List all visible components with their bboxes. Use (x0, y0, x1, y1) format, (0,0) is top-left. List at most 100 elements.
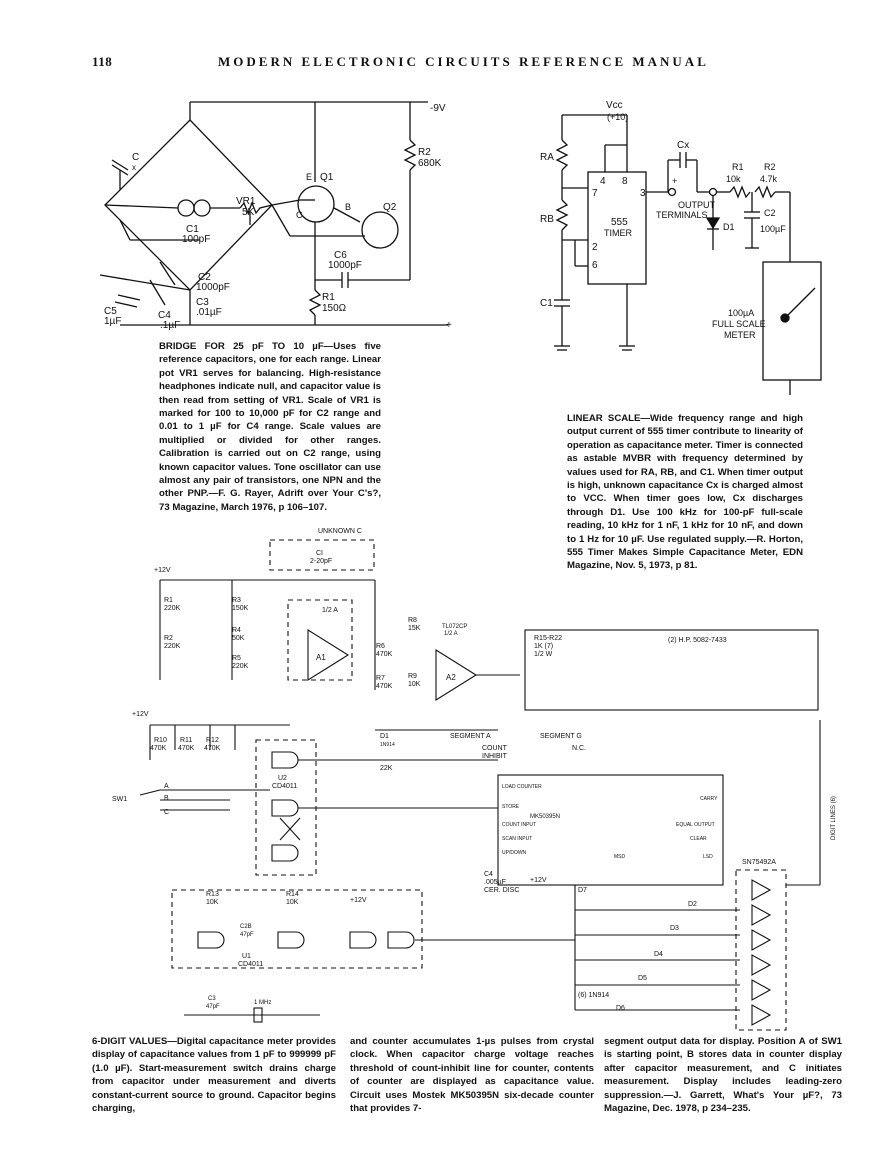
linear-label-pin8: 8 (622, 176, 628, 187)
digital-label-msd: MSD (614, 854, 626, 860)
digital-schematic: UNKNOWN C CI 2-20pF +12V R1 220K R2 220K… (112, 528, 837, 1031)
digital-label-c3v: 47pF (206, 1004, 220, 1010)
digital-label-r10: R10 (154, 737, 167, 744)
digital-label-d5: D5 (638, 975, 647, 982)
digital-label-pa: A (164, 783, 169, 790)
digital-label-r1: R1 (164, 597, 173, 604)
digital-label-d6v: (6) 1N914 (578, 992, 609, 999)
bridge-label-plus: + (446, 320, 452, 331)
digital-label-u1v: CD4011 (238, 961, 263, 968)
digital-label-scan: SCAN INPUT (502, 836, 532, 842)
digital-label-r9: R9 (408, 673, 417, 680)
linear-label-ra: RA (540, 152, 554, 163)
digital-label-r5: R5 (232, 655, 241, 662)
linear-label-d1: D1 (723, 222, 735, 232)
linear-label-m3: METER (724, 330, 756, 340)
bridge-label-cx: C (132, 152, 139, 163)
digital-label-v12a: +12V (154, 567, 171, 574)
digital-label-nc: N.C. (572, 745, 586, 752)
digital-label-d1: D1 (380, 733, 389, 740)
bridge-label-b: B (345, 202, 351, 212)
digital-caption-col3: segment output data for display. Positio… (604, 1036, 842, 1115)
digital-label-r3v: 150K (232, 605, 249, 612)
digital-label-tlh: 1/2 A (444, 631, 458, 637)
digital-label-clear: CLEAR (690, 836, 707, 842)
digital-label-r2v: 220K (164, 643, 181, 650)
digital-label-sega: SEGMENT A (450, 733, 491, 740)
digital-label-c4: C4 (484, 871, 493, 878)
digital-label-a2: A2 (446, 673, 456, 682)
bridge-label-c3: C3 (196, 297, 209, 308)
digital-label-r11: R11 (180, 737, 192, 744)
digital-label-segg: SEGMENT G (540, 733, 582, 740)
digital-label-digit: DIGIT LINES (6) (831, 796, 837, 840)
digital-label-a1: A1 (316, 653, 326, 662)
bridge-label-c3v: .01µF (196, 307, 222, 318)
digital-label-cinh2: INHIBIT (482, 753, 508, 760)
linear-label-cx: Cx (677, 140, 689, 151)
linear-label-c1: C1 (540, 298, 553, 309)
bridge-label-r2v: 680K (418, 158, 442, 169)
linear-schematic: Vcc (+10) RA RB C1 4 8 7 3 2 6 555 TIMER… (540, 100, 822, 395)
bridge-label-r1v: 150Ω (322, 303, 347, 314)
digital-label-v12d: +12V (350, 897, 367, 904)
digital-label-carry: CARRY (700, 796, 718, 802)
digital-label-d2: D2 (688, 901, 697, 908)
linear-label-r2v: 4.7k (760, 174, 778, 184)
linear-label-timer1: 555 (611, 217, 628, 228)
digital-label-c2bv: 47pF (240, 932, 254, 938)
bridge-label-vr1: VR1 (236, 196, 256, 207)
bridge-label-batt: -9V (430, 103, 446, 114)
digital-label-r22k: 22K (380, 765, 393, 772)
digital-label-d1v: 1N914 (380, 742, 395, 748)
digital-label-xtal: 1 MHz (254, 1000, 271, 1006)
digital-label-c4w: CER. DISC (484, 887, 519, 894)
linear-label-pin3: 3 (640, 188, 646, 199)
digital-label-u2: U2 (278, 775, 287, 782)
digital-label-sw1: SW1 (112, 796, 127, 803)
linear-label-r2: R2 (764, 162, 776, 172)
bridge-label-c5: C5 (104, 306, 117, 317)
digital-label-c4v: .005µF (484, 879, 506, 886)
digital-label-r15v: 1K (7) (534, 643, 553, 650)
digital-label-halfa: 1/2 A (322, 607, 338, 614)
linear-label-r1v: 10k (726, 174, 741, 184)
linear-label-c2: C2 (764, 208, 776, 218)
digital-label-tl: TL072CP (442, 624, 467, 630)
digital-label-r7: R7 (376, 675, 385, 682)
digital-label-ud: UP/DOWN (502, 850, 527, 856)
linear-label-pin7: 7 (592, 188, 598, 199)
digital-label-r7v: 470K (376, 683, 393, 690)
bridge-label-c1v: 100pF (182, 234, 210, 245)
digital-label-r3: R3 (232, 597, 241, 604)
bridge-label-q2: Q2 (383, 202, 397, 213)
digital-label-r13v: 10K (206, 899, 219, 906)
digital-label-c2b: C2B (240, 924, 252, 930)
digital-label-ci1: COUNT INPUT (502, 822, 536, 828)
digital-label-d3: D3 (670, 925, 679, 932)
bridge-label-r1: R1 (322, 292, 335, 303)
linear-label-vcc: Vcc (606, 100, 623, 111)
digital-label-chip: MK50395N (530, 814, 560, 820)
digital-label-r14v: 10K (286, 899, 299, 906)
bridge-label-c5v: 1µF (104, 316, 121, 327)
digital-label-r2: R2 (164, 635, 173, 642)
bridge-label-c1: C1 (186, 224, 199, 235)
bridge-caption: BRIDGE FOR 25 pF TO 10 µF—Uses five refe… (159, 341, 381, 513)
linear-label-m2: FULL SCALE (712, 319, 766, 329)
digital-label-load: LOAD COUNTER (502, 784, 542, 790)
linear-label-pin2: 2 (592, 242, 598, 253)
digital-label-r14: R14 (286, 891, 299, 898)
linear-label-plus: + (672, 176, 677, 186)
digital-label-d7: D7 (578, 887, 587, 894)
digital-label-r13: R13 (206, 891, 219, 898)
digital-label-r4: R4 (232, 627, 241, 634)
bridge-label-r2: R2 (418, 147, 431, 158)
digital-label-r9v: 10K (408, 681, 421, 688)
digital-label-r8: R8 (408, 617, 417, 624)
digital-label-disp: (2) H.P. 5082-7433 (668, 637, 727, 644)
digital-label-c3: C3 (208, 996, 216, 1002)
digital-caption-col2: and counter accumulates 1-µs pulses from… (350, 1036, 594, 1115)
linear-label-out1: OUTPUT (678, 200, 716, 210)
